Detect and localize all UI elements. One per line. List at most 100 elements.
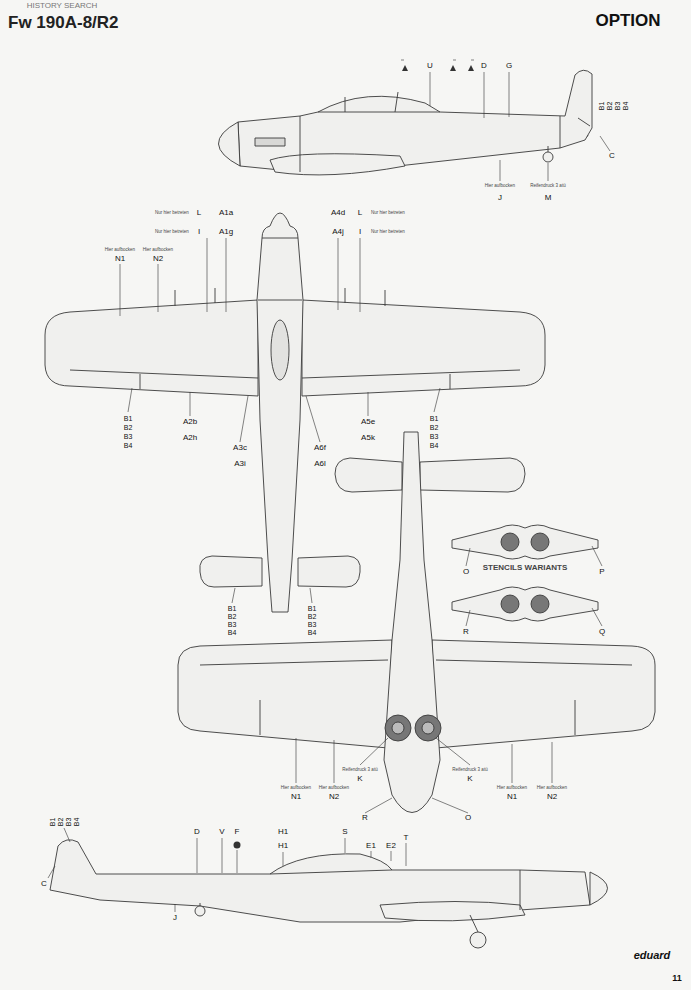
watermark: HISTORY SEARCH [27, 2, 98, 10]
callout-letter: A5e [361, 418, 375, 426]
callout-letter: B2 [308, 613, 317, 620]
stencil-text: Hier aufbocken [485, 184, 515, 189]
callout-letter: R [463, 628, 469, 636]
callout-letter: B1 [598, 102, 605, 111]
callout-letter: O [463, 568, 469, 576]
callout-letter: N2 [329, 793, 339, 801]
leader-lines [48, 60, 610, 912]
callout-letter: G [506, 62, 512, 70]
maker-logo: eduard [634, 950, 671, 961]
callout-letter: B1 [124, 415, 133, 422]
callout-letter: P [599, 568, 604, 576]
callout-letter: B2 [606, 102, 613, 111]
callout-letter: B1 [308, 605, 317, 612]
page-title: Fw 190A-8/R2 [8, 14, 119, 31]
page-number: 11 [672, 974, 682, 983]
callout-letter: Q [599, 628, 605, 636]
stencil-symbols [234, 65, 475, 849]
callout-letter: L [197, 209, 201, 217]
callout-letter: D [194, 828, 200, 836]
stencil-text: Nur hier betreten [155, 211, 189, 216]
stencil-text: Reifendruck 3 atü [452, 768, 487, 773]
callout-letter: A1g [219, 228, 233, 236]
callout-letter: A3i [234, 460, 246, 468]
callout-letter: R [362, 814, 368, 822]
stencil-text: Reifendruck 3 atü [342, 768, 377, 773]
stencil-variant [452, 525, 598, 559]
stencil-text: Hier aufbocken [319, 786, 349, 791]
callout-letter: N1 [507, 793, 517, 801]
callout-letter: C [41, 880, 47, 888]
callout-letter: N1 [115, 255, 125, 263]
callout-letter: H1 [278, 828, 288, 836]
stencil-text: Hier aufbocken [497, 786, 527, 791]
callout-letter: N1 [291, 793, 301, 801]
plan-view-upper [45, 213, 545, 612]
callout-letter: A2b [183, 418, 197, 426]
callout-letter: K [467, 775, 472, 783]
callout-letter: J [173, 914, 177, 922]
callout-letter: B4 [73, 818, 80, 827]
callout-letter: B3 [614, 102, 621, 111]
callout-letter: E2 [386, 842, 396, 850]
variant-heading: STENCILS WARIANTS [483, 564, 567, 572]
callout-letter: F [235, 828, 240, 836]
callout-letter: A2h [183, 434, 197, 442]
callout-letter: A5k [361, 434, 375, 442]
callout-letter: H1 [278, 842, 288, 850]
callout-letter: E1 [366, 842, 376, 850]
callout-letter: A6f [314, 444, 326, 452]
side-view-bottom [50, 840, 608, 948]
callout-letter: B3 [65, 818, 72, 827]
stencil-text: Hier aufbocken [281, 786, 311, 791]
callout-letter: I [198, 228, 200, 236]
callout-letter: U [427, 62, 433, 70]
stencil-text: Hier aufbocken [537, 786, 567, 791]
callout-letter: A4d [331, 209, 345, 217]
callout-letter: B4 [622, 102, 629, 111]
callout-letter: B2 [124, 424, 133, 431]
callout-letter: I [359, 228, 361, 236]
callout-letter: N2 [547, 793, 557, 801]
callout-letter: A1a [219, 209, 233, 217]
stencil-text: Nur hier betreten [371, 230, 405, 235]
callout-letter: B3 [124, 433, 133, 440]
callout-letter: V [219, 828, 224, 836]
callout-letter: M [545, 194, 552, 202]
stencil-text: Nur hier betreten [371, 211, 405, 216]
callout-letter: L [358, 209, 362, 217]
callout-letter: C [609, 152, 615, 160]
callout-letter: B1 [49, 818, 56, 827]
callout-letter: S [342, 828, 347, 836]
callout-letter: B3 [430, 433, 439, 440]
callout-letter: B1 [228, 605, 237, 612]
callout-letter: B3 [308, 621, 317, 628]
callout-letter: B1 [430, 415, 439, 422]
callout-letter: B4 [228, 629, 237, 636]
callout-letter: B4 [308, 629, 317, 636]
side-view-top [218, 70, 592, 175]
callout-letter: K [357, 775, 362, 783]
callout-letter: B4 [124, 442, 133, 449]
plan-view-lower [178, 432, 655, 813]
callout-letter: T [404, 834, 409, 842]
stencil-text: Hier aufbocken [105, 248, 135, 253]
stencil-variant [452, 587, 598, 621]
callout-letter: B3 [228, 621, 237, 628]
callout-letter: B2 [57, 818, 64, 827]
callout-letter: A6l [314, 460, 326, 468]
stencil-text: Reifendruck 3 atü [530, 184, 565, 189]
callout-letter: B4 [430, 442, 439, 449]
callout-letter: D [481, 62, 487, 70]
callout-letter: B2 [228, 613, 237, 620]
callout-letter: O [465, 814, 471, 822]
callout-letter: N2 [153, 255, 163, 263]
callout-letter: A4j [332, 228, 344, 236]
stencil-text: Hier aufbocken [143, 248, 173, 253]
callout-letter: B2 [430, 424, 439, 431]
heading: OPTION [595, 12, 660, 29]
stencil-text: Nur hier betreten [155, 230, 189, 235]
